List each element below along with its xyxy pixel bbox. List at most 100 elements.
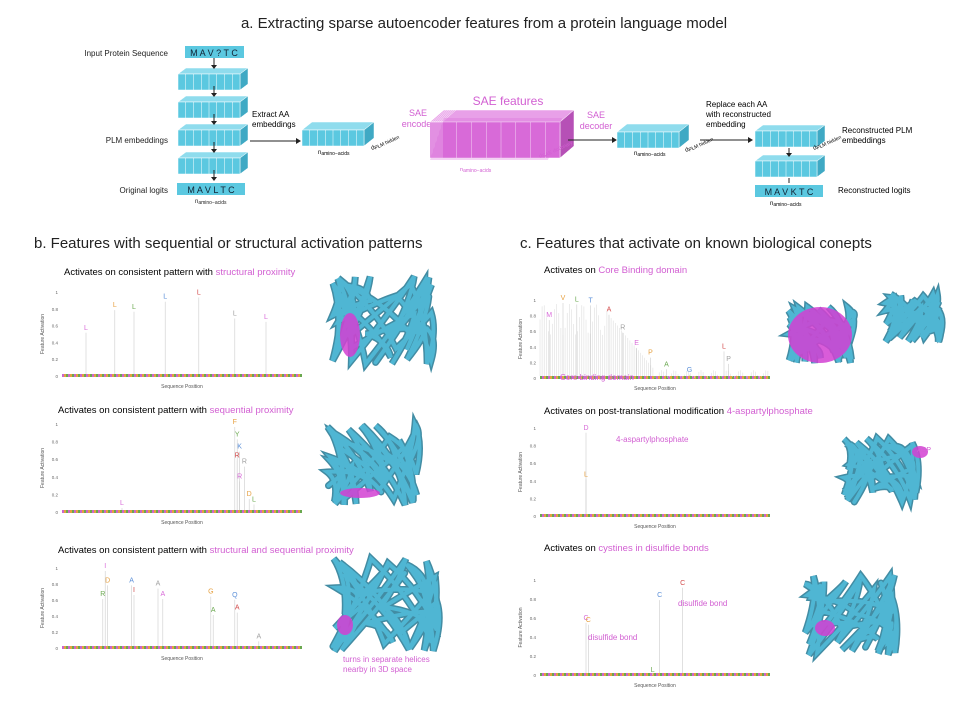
- sae-decoder-1: SAE: [587, 110, 605, 120]
- b3-annotation-1: turns in separate helices: [343, 655, 430, 664]
- protein-b1: [325, 268, 438, 374]
- plm-layer: [177, 151, 249, 175]
- x-axis-label: Sequence Position: [634, 524, 676, 530]
- panel-c-title: c. Features that activate on known biolo…: [520, 235, 872, 252]
- peak-letter: L: [132, 304, 136, 311]
- plm-stack: [177, 58, 249, 181]
- peak-letter: I: [133, 587, 135, 594]
- n-aa-label-4: namino−acids: [634, 151, 666, 158]
- x-axis-label: Sequence Position: [161, 656, 203, 662]
- peak-letter: R: [242, 459, 247, 466]
- c2-caption: Activates on post-translational modifica…: [544, 406, 813, 417]
- recon-slab: [616, 123, 690, 149]
- peak-letter: G: [208, 589, 213, 596]
- peak-letter: K: [237, 444, 242, 451]
- y-tick-label: 0.4: [530, 635, 537, 640]
- y-tick-label: 0.2: [530, 360, 537, 365]
- sae-glow: [430, 118, 562, 160]
- peak-letter: I: [104, 563, 106, 570]
- peak-letter: A: [129, 577, 134, 584]
- peak-letter: L: [651, 667, 655, 674]
- y-tick-label: 0.2: [530, 496, 537, 501]
- y-tick-label: 0: [55, 646, 58, 651]
- c3-annotation-2: disulfide bond: [678, 599, 727, 608]
- logits-box: [177, 183, 245, 195]
- b3-caption: Activates on consistent pattern with str…: [58, 545, 354, 556]
- sequence-strip: [540, 673, 770, 676]
- protein-structures: [317, 268, 946, 664]
- y-axis-label: Feature Activation: [518, 319, 524, 359]
- plm-layer: [177, 67, 249, 91]
- recon-seq-box: [755, 185, 823, 197]
- y-tick-label: 1: [533, 298, 536, 303]
- y-tick-label: 1: [55, 566, 58, 571]
- sae-features-label: SAE features: [473, 94, 544, 108]
- protein-b3: [324, 552, 443, 654]
- peak-letter: R: [100, 591, 105, 598]
- peak-letter: Y: [235, 431, 240, 438]
- y-axis-label: Feature Activation: [518, 452, 524, 492]
- peak-letter: D: [583, 425, 588, 432]
- x-axis-label: Sequence Position: [634, 683, 676, 689]
- protein-c1-blue: [875, 282, 946, 345]
- peak-letter: A: [160, 591, 165, 598]
- y-tick-label: 0.6: [530, 329, 537, 334]
- y-tick-label: 0.8: [52, 582, 59, 587]
- y-tick-label: 0.4: [530, 345, 537, 350]
- n-aa-label-2: namino−acids: [318, 150, 350, 157]
- y-axis-label: Feature Activation: [40, 588, 46, 628]
- y-tick-label: 0.6: [52, 324, 59, 329]
- recon-layer: [754, 154, 826, 178]
- recon-plm-label-1: Reconstructed PLM: [842, 126, 913, 135]
- peak-letter: D: [247, 491, 252, 498]
- peak-letter: C: [586, 617, 591, 624]
- panel-a-title: a. Extracting sparse autoencoder feature…: [241, 15, 727, 32]
- peak-letter: A: [211, 607, 216, 614]
- y-tick-label: 1: [55, 422, 58, 427]
- replace-label-3: embedding: [706, 120, 746, 129]
- d-plm-label-1: dPLM hidden: [370, 134, 400, 153]
- peak-letter: L: [84, 325, 88, 332]
- extract-label-2: embeddings: [252, 120, 296, 129]
- y-tick-label: 0.8: [52, 440, 59, 445]
- plm-label: PLM embeddings: [106, 136, 168, 145]
- extract-arrowhead: [296, 138, 301, 144]
- y-tick-label: 0: [533, 673, 536, 678]
- y-tick-label: 0.6: [530, 616, 537, 621]
- y-tick-label: 0.6: [52, 457, 59, 462]
- extract-label-1: Extract AA: [252, 110, 290, 119]
- y-tick-label: 0.4: [52, 340, 59, 345]
- peak-letter: E: [634, 340, 639, 347]
- reconstructed-plm-stack: [754, 124, 826, 183]
- input-seq: M A V ? T C: [190, 48, 238, 58]
- peak-letter: P: [648, 350, 653, 357]
- n-aa-label-3: namino−acids: [460, 167, 492, 174]
- sequence-strip: [62, 374, 302, 377]
- b2-caption: Activates on consistent pattern with seq…: [58, 405, 294, 416]
- y-tick-label: 0.8: [530, 444, 537, 449]
- sequence-strip: [62, 646, 302, 649]
- stack-arrowhead: [211, 93, 217, 97]
- peak-letter: M: [546, 312, 552, 319]
- x-axis-label: Sequence Position: [634, 386, 676, 392]
- x-axis-label: Sequence Position: [161, 384, 203, 390]
- x-axis-label: Sequence Position: [161, 520, 203, 526]
- peak-letter: C: [583, 615, 588, 622]
- peak-letter: A: [607, 307, 612, 314]
- y-tick-label: 0: [55, 510, 58, 515]
- replace-arrowhead: [748, 137, 753, 143]
- sequence-strip: [62, 510, 302, 513]
- peak-letter: R: [235, 452, 240, 459]
- peak-letter: Q: [232, 592, 238, 599]
- stack-arrowhead: [211, 121, 217, 125]
- y-tick-label: 0.6: [52, 598, 59, 603]
- peak-letter: L: [113, 302, 117, 309]
- logits-label: Original logits: [120, 186, 168, 195]
